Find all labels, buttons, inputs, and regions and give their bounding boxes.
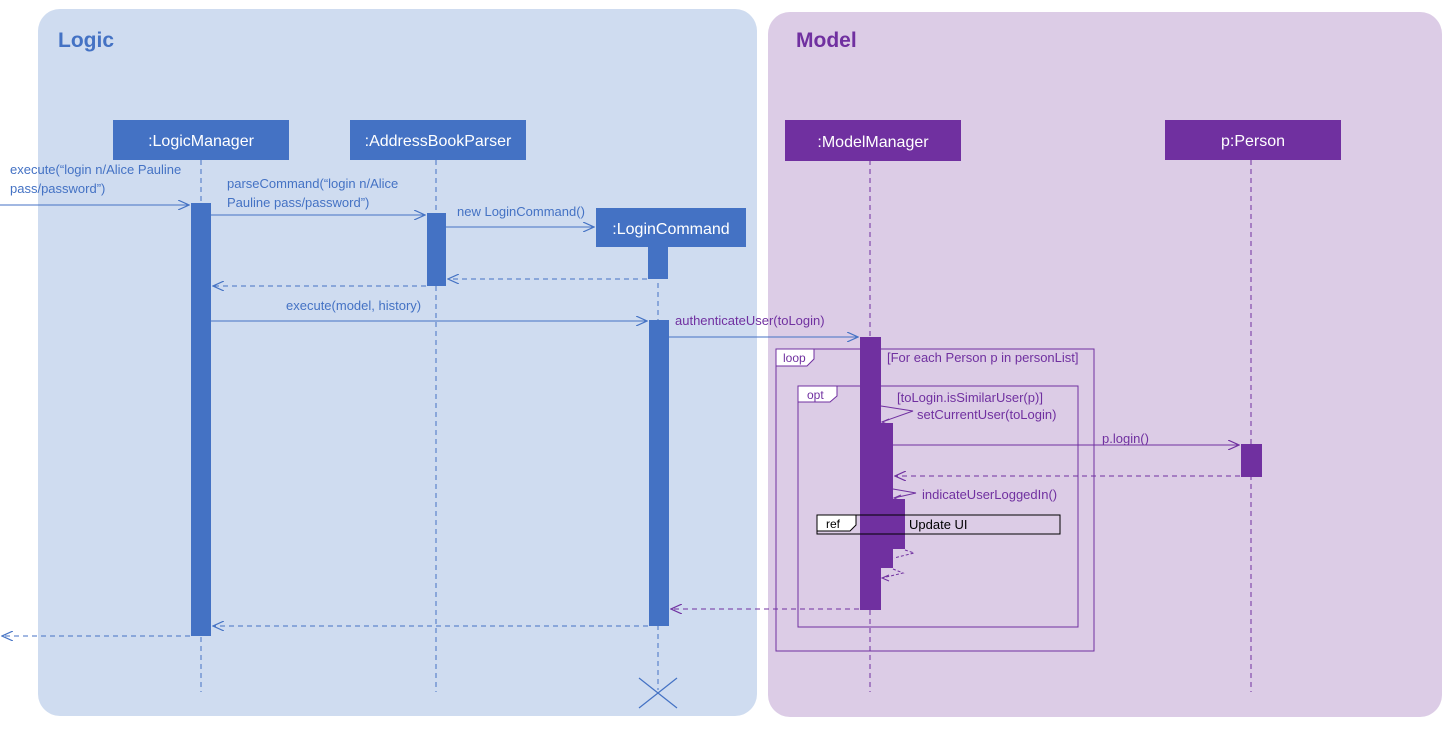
loop-fragment: loop [For each Person p in personList]: [775, 348, 1095, 652]
activation-login-command-construct: [648, 247, 668, 279]
activation-logic-manager: [191, 203, 211, 636]
opt-fragment-guard: [toLogin.isSimilarUser(p)]: [897, 390, 1043, 405]
activation-login-command-execute: [649, 320, 669, 626]
participant-model-manager-label: :ModelManager: [817, 134, 929, 151]
message-set-current-user: setCurrentUser(toLogin): [880, 405, 1056, 426]
message-indicate-user-logged-in-label: indicateUserLoggedIn(): [922, 487, 1057, 502]
activation-model-manager-set-current-user: [880, 423, 893, 568]
participant-login-command: :LoginCommand: [596, 208, 746, 247]
participant-address-book-parser: :AddressBookParser: [350, 120, 526, 160]
ref-fragment: ref Update UI: [816, 514, 1061, 535]
message-set-current-user-label: setCurrentUser(toLogin): [917, 407, 1056, 422]
participant-person: p:Person: [1165, 120, 1341, 160]
ref-fragment-text: Update UI: [909, 517, 968, 532]
activation-person: [1241, 444, 1262, 477]
participant-logic-manager: :LogicManager: [113, 120, 289, 160]
message-authenticate-user-label: authenticateUser(toLogin): [675, 313, 825, 328]
message-new-login-command: new LoginCommand(): [446, 204, 594, 227]
model-region: [768, 12, 1442, 717]
participant-address-book-parser-label: :AddressBookParser: [365, 133, 512, 150]
logic-region: [38, 9, 757, 716]
message-execute-login: execute(“login n/Alice Pauline pass/pass…: [0, 162, 189, 205]
ref-fragment-label: ref: [826, 517, 841, 531]
loop-fragment-label: loop: [783, 351, 806, 365]
message-p-login: p.login(): [893, 431, 1239, 446]
message-indicate-user-logged-in: indicateUserLoggedIn(): [892, 487, 1057, 502]
activation-address-book-parser: [427, 213, 446, 286]
logic-region-title: Logic: [58, 29, 114, 52]
message-p-login-label: p.login(): [1102, 431, 1149, 446]
message-parse-command-line2: Pauline pass/password”): [227, 195, 369, 210]
participant-model-manager: :ModelManager: [785, 120, 961, 161]
message-authenticate-user: authenticateUser(toLogin): [669, 313, 858, 337]
participant-person-label: p:Person: [1221, 133, 1285, 150]
message-execute-model-history: execute(model, history): [211, 298, 647, 321]
message-execute-login-line2: pass/password”): [10, 181, 105, 196]
model-region-title: Model: [796, 29, 857, 52]
message-execute-login-line1: execute(“login n/Alice Pauline: [10, 162, 181, 177]
message-new-login-command-label: new LoginCommand(): [457, 204, 585, 219]
self-return-set-current-user: [880, 568, 905, 582]
opt-fragment: opt [toLogin.isSimilarUser(p)]: [797, 385, 1079, 628]
opt-fragment-label: opt: [807, 388, 824, 402]
activation-model-manager-indicate-logged-in: [892, 499, 905, 549]
activation-model-manager: [860, 337, 881, 610]
participant-logic-manager-label: :LogicManager: [148, 133, 255, 150]
message-parse-command: parseCommand(“login n/Alice Pauline pass…: [211, 176, 425, 215]
message-execute-model-history-label: execute(model, history): [286, 298, 421, 313]
login-command-destroy-mark: [638, 677, 678, 709]
message-parse-command-line1: parseCommand(“login n/Alice: [227, 176, 398, 191]
participant-login-command-label: :LoginCommand: [612, 221, 729, 238]
loop-fragment-guard: [For each Person p in personList]: [887, 350, 1079, 365]
